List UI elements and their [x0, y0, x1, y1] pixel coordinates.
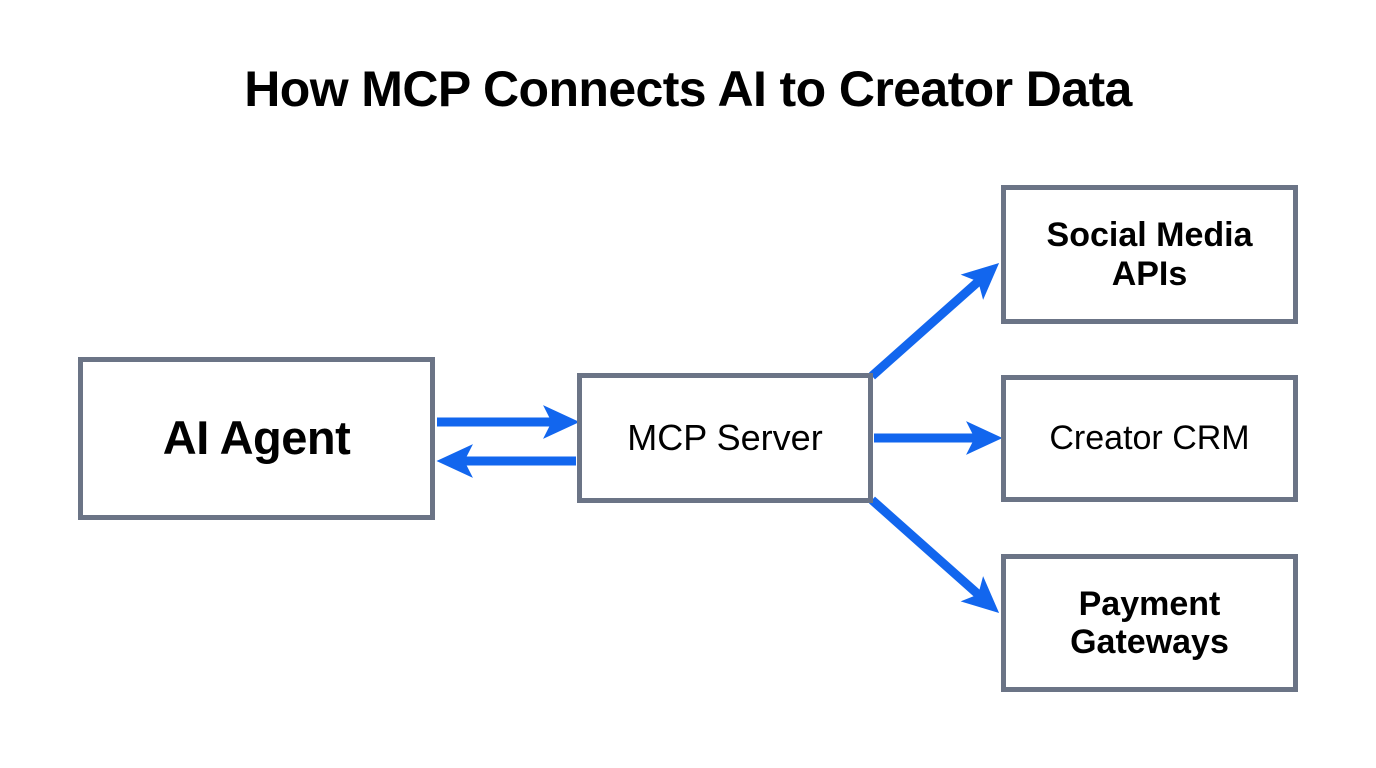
node-ai-agent-label: AI Agent — [162, 411, 351, 465]
node-creator-crm[interactable]: Creator CRM — [1001, 375, 1298, 502]
node-creator-crm-label: Creator CRM — [1049, 419, 1250, 458]
node-social-media-apis-label: Social Media APIs — [1046, 216, 1253, 293]
page-title: How MCP Connects AI to Creator Data — [244, 61, 1132, 117]
arrow-mcp-server-to-social-media-apis — [869, 263, 1000, 380]
node-mcp-server[interactable]: MCP Server — [577, 373, 873, 503]
node-payment-gateways[interactable]: Payment Gateways — [1001, 554, 1298, 692]
node-payment-gateways-label: Payment Gateways — [1070, 584, 1229, 661]
arrow-mcp-server-to-payment-gateways — [869, 496, 1000, 613]
node-social-media-apis[interactable]: Social Media APIs — [1001, 185, 1298, 324]
node-ai-agent[interactable]: AI Agent — [78, 357, 435, 520]
node-mcp-server-label: MCP Server — [627, 416, 823, 458]
